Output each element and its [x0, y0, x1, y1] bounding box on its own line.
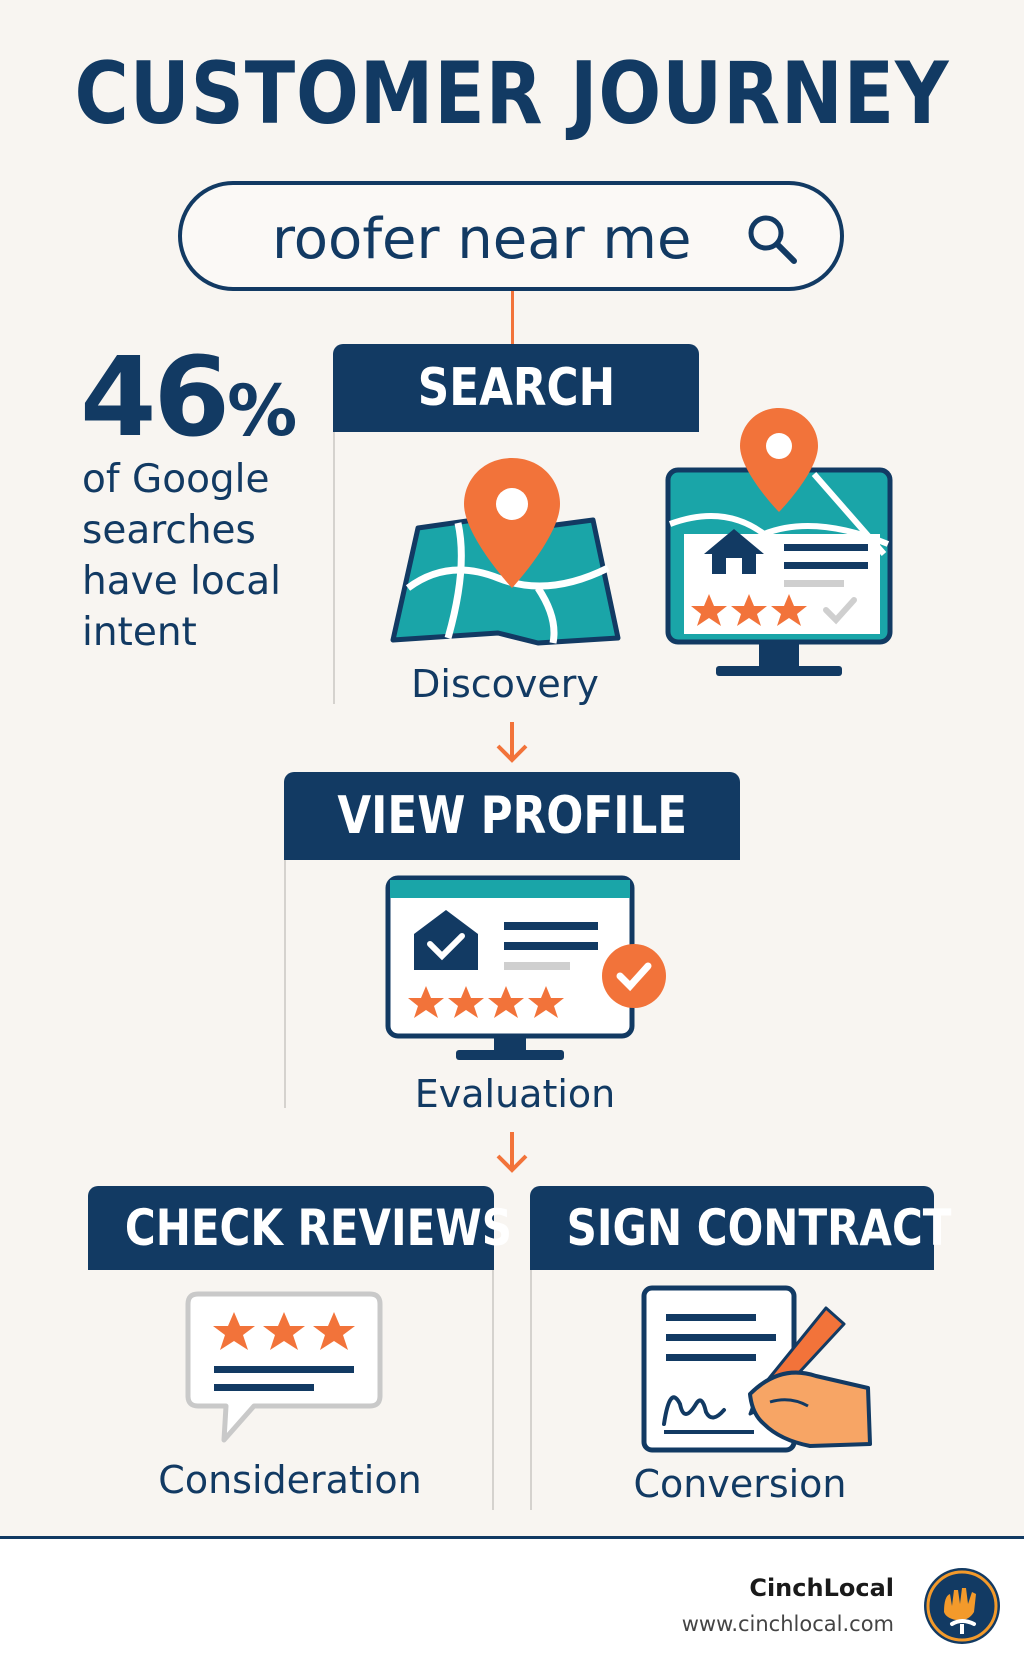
stat-unit: %	[227, 370, 298, 452]
footer-brand: CinchLocal	[749, 1574, 894, 1602]
page-title: CUSTOMER JOURNEY	[74, 44, 950, 144]
divider	[530, 1270, 532, 1510]
stat-number: 46	[80, 333, 230, 461]
search-icon	[748, 215, 797, 264]
footer-divider	[0, 1536, 1024, 1539]
stage-label-evaluation: Evaluation	[414, 1072, 616, 1116]
stage-header-view-profile: VIEW PROFILE	[284, 772, 740, 860]
search-bar[interactable]: roofer near me	[178, 181, 844, 291]
stage-label-consideration: Consideration	[158, 1458, 422, 1502]
contract-signing-icon	[641, 1285, 872, 1453]
brand-logo-icon	[924, 1568, 1000, 1644]
connector-line	[511, 291, 514, 344]
stat-value: 46%	[80, 342, 297, 452]
divider	[492, 1270, 494, 1510]
review-bubble-icon	[185, 1291, 383, 1443]
arrow-down-icon	[496, 1132, 528, 1173]
divider	[284, 860, 286, 1108]
stat-description: of Google searches have local intent	[82, 457, 281, 655]
map-pin-icon	[390, 458, 621, 646]
stage-label-discovery: Discovery	[411, 662, 599, 706]
stage-header-search: SEARCH	[333, 344, 699, 432]
arrow-down-icon	[496, 722, 528, 763]
stage-header-sign-contract: SIGN CONTRACT	[530, 1186, 951, 1270]
stage-header-check-reviews: CHECK REVIEWS	[88, 1186, 512, 1270]
stage-label-conversion: Conversion	[633, 1462, 847, 1506]
divider	[333, 432, 335, 704]
search-query: roofer near me	[272, 207, 692, 272]
footer	[0, 1539, 1024, 1666]
footer-url[interactable]: www.cinchlocal.com	[681, 1612, 894, 1636]
monitor-listing-icon	[665, 408, 893, 676]
profile-monitor-icon	[385, 875, 666, 1060]
